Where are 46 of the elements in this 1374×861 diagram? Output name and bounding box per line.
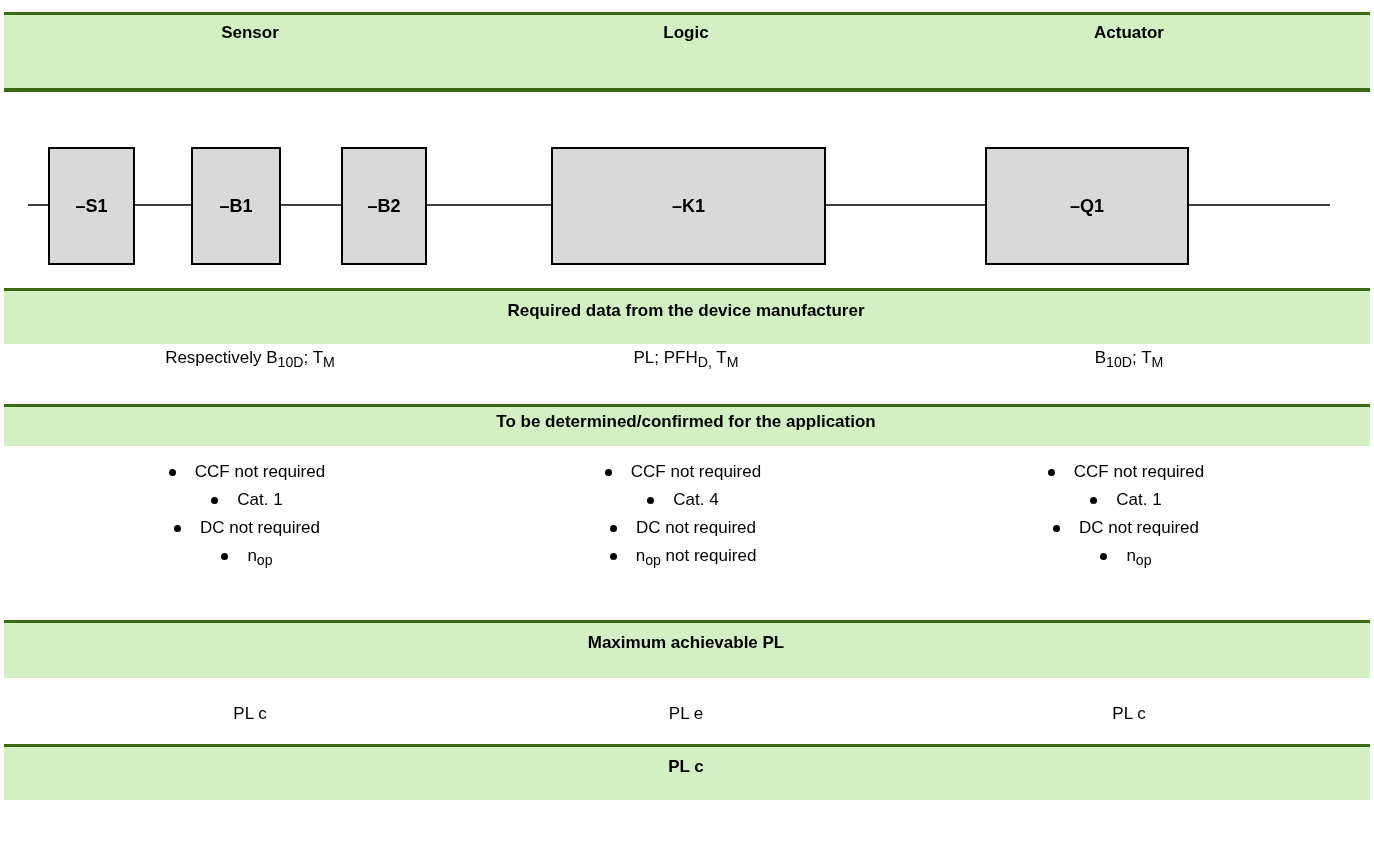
header-band [4,404,1370,446]
block-box [985,147,1189,265]
connector-line [27,204,49,206]
bullet-text: Cat. 1 [237,490,283,510]
header-band [4,744,1370,800]
band-heading: PL c [668,757,704,777]
block-label: –B1 [219,195,253,217]
data-text: Respectively B$_{10D}$; T$_{M}$ [165,348,335,371]
block-box [48,147,135,265]
bullet-text: CCF not required [630,462,762,482]
bullet-text: CCF not required [1073,462,1205,482]
header-band [4,620,1370,678]
bullet-text: n$_{op}$ not required [635,546,757,569]
header-band [4,288,1370,344]
result-text: PL e [668,704,704,724]
block-box [551,147,826,265]
block-label: –Q1 [1070,195,1104,217]
bullet-text: DC not required [636,518,756,538]
band-heading: Maximum achievable PL [587,633,785,653]
connector-line [825,204,986,206]
bullet-text: DC not required [1079,518,1199,538]
block-label: –S1 [75,195,108,217]
band-heading: Sensor [221,23,279,43]
block-box [341,147,427,265]
bullet-text: n$_{op}$ [247,546,273,569]
bullet-text: CCF not required [194,462,326,482]
block-box [191,147,281,265]
connector-line [426,204,552,206]
result-text: PL c [233,704,267,724]
band-heading: To be determined/confirmed for the application [496,412,876,432]
band-heading: Actuator [1094,23,1164,43]
data-text: B$_{10D}$; T$_{M}$ [1094,348,1164,371]
block-label: –K1 [672,195,705,217]
band-heading: Logic [663,23,709,43]
bullet-text: Cat. 4 [673,490,719,510]
bullet-text: Cat. 1 [1116,490,1162,510]
connector-line [280,204,342,206]
header-band [4,12,1370,92]
connector-line [1188,204,1331,206]
bullet-text: DC not required [200,518,320,538]
band-heading: Required data from the device manufacturer [507,301,865,321]
block-label: –B2 [367,195,401,217]
result-text: PL c [1112,704,1146,724]
data-text: PL; PFH$_{D,}$ T$_{M}$ [633,348,739,371]
connector-line [134,204,192,206]
bullet-text: n$_{op}$ [1126,546,1152,569]
